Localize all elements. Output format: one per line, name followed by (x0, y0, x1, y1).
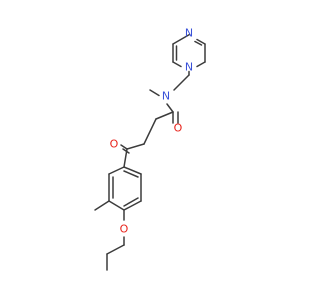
bond (106, 244, 125, 255)
atom-labels: N N N O O O (110, 27, 193, 236)
bond (172, 61, 182, 68)
bond (173, 74, 190, 91)
bond (126, 143, 145, 150)
bond (196, 61, 206, 68)
bond (155, 111, 174, 120)
bond (108, 200, 125, 211)
bond (120, 144, 128, 150)
ketone-oxygen: O (110, 138, 119, 151)
bond (123, 148, 128, 168)
chemical-structure: N N N O O O (94, 27, 206, 271)
bond (172, 33, 191, 45)
bond (94, 200, 110, 211)
amide-oxygen: O (174, 122, 183, 135)
bond (149, 89, 160, 97)
pyrazine-nitrogen-bottom: N (185, 61, 193, 74)
bond (123, 166, 142, 175)
bond (123, 200, 142, 211)
pyrazine-nitrogen-top: N (185, 27, 193, 40)
ether-oxygen: O (120, 223, 129, 236)
bond (123, 170, 139, 178)
bond (196, 38, 206, 45)
bond-lines (94, 33, 206, 271)
bond (123, 197, 139, 207)
bond (143, 118, 157, 145)
bond (166, 103, 174, 113)
bond (194, 40, 203, 46)
amide-nitrogen: N (162, 90, 170, 103)
bond (108, 166, 125, 175)
